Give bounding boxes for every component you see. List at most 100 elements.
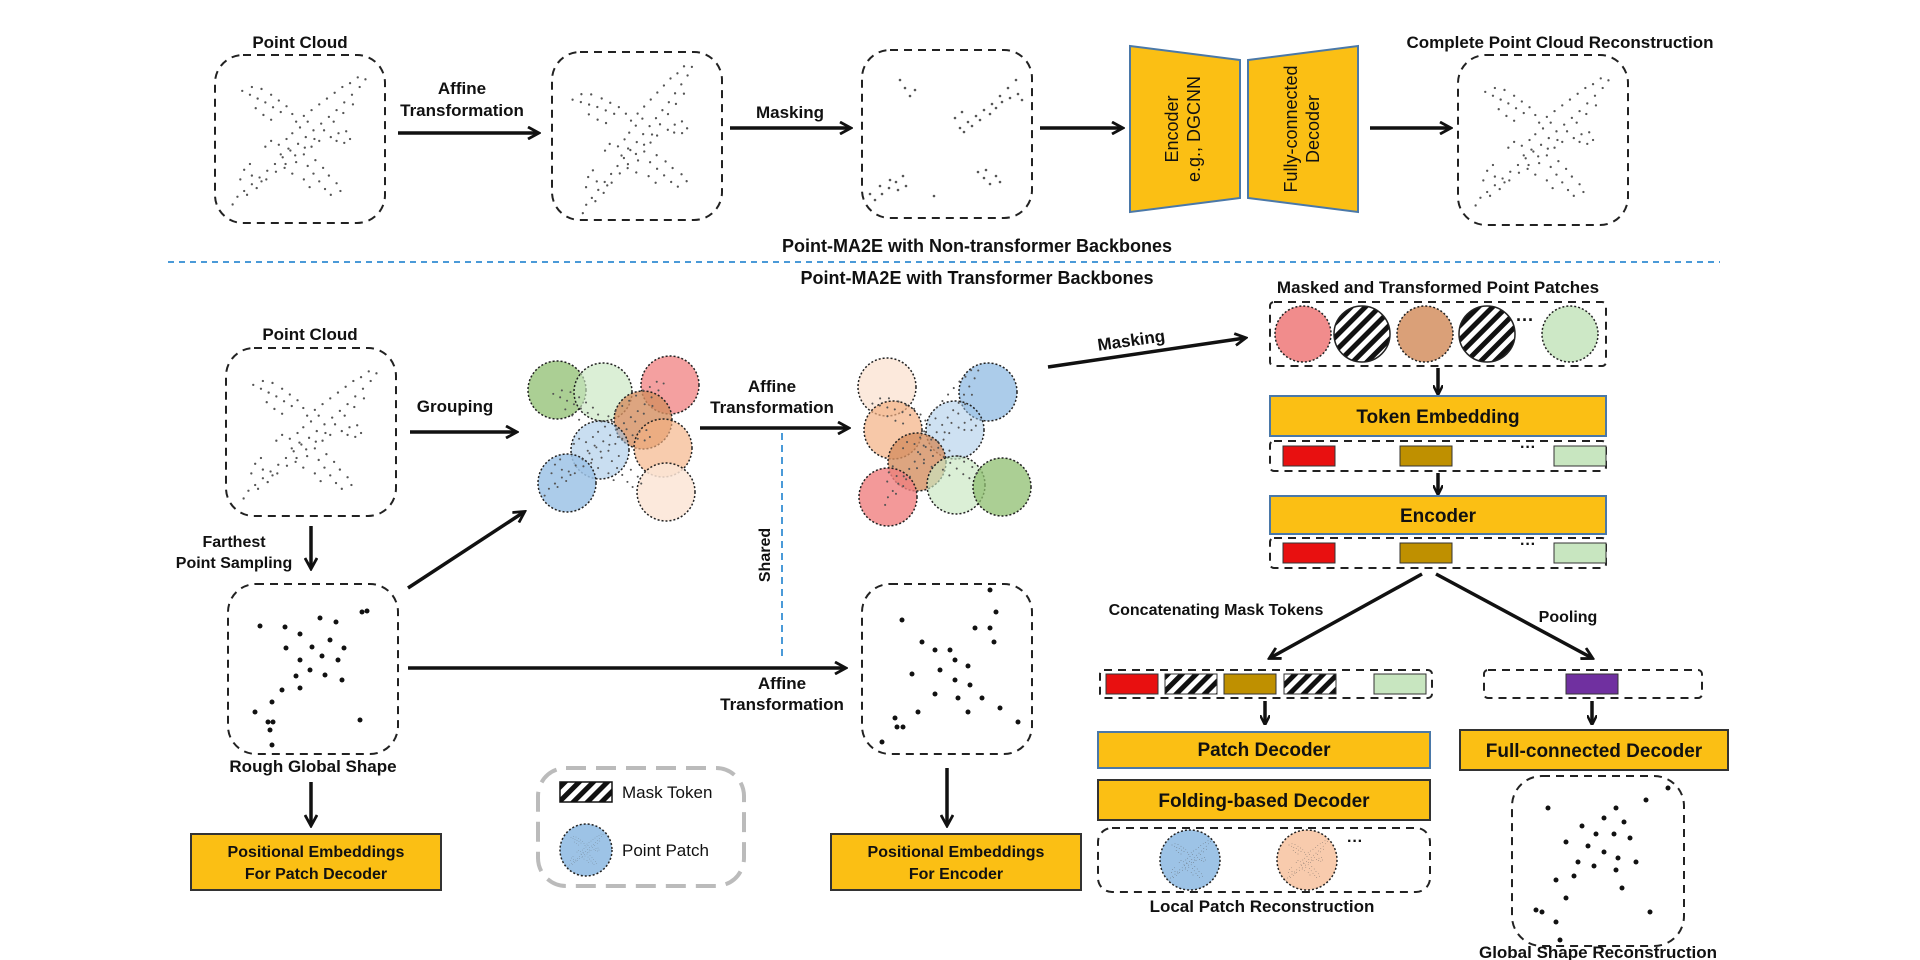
bottom-section-title: Point-MA2E with Transformer Backbones — [800, 268, 1153, 288]
global-shape-reconstruction-label: Global Shape Reconstruction — [1479, 943, 1717, 960]
encoded-tokens-ellipsis: ··· — [1520, 536, 1536, 553]
top-masked-box — [861, 49, 1033, 219]
concat-token-brown — [1223, 673, 1277, 695]
top-masked-image — [868, 78, 1024, 202]
concat-tokens-box — [1099, 669, 1433, 699]
legend-mask-token-swatch — [559, 781, 613, 803]
local-patch-reconstruction-label: Local Patch Reconstruction — [1150, 897, 1375, 916]
concat-token-green — [1373, 673, 1427, 695]
folding-decoder-label: Folding-based Decoder — [1158, 791, 1370, 812]
top-point-cloud-image — [231, 76, 367, 206]
bottom-point-cloud-label: Point Cloud — [262, 325, 357, 344]
point-patch — [1274, 305, 1332, 363]
point-patch — [1541, 305, 1599, 363]
rough-global-shape-label: Rough Global Shape — [229, 757, 396, 776]
legend-point-patch-label: Point Patch — [622, 841, 709, 860]
fps-label-2: Point Sampling — [176, 555, 292, 572]
top-complete-reconstruction-label: Complete Point Cloud Reconstruction — [1407, 33, 1714, 52]
concat-mask-tokens-label: Concatenating Mask Tokens — [1109, 602, 1324, 619]
masked-patches-title: Masked and Transformed Point Patches — [1277, 278, 1599, 297]
top-masking-label: Masking — [756, 103, 824, 122]
encoded-token-red — [1282, 542, 1336, 564]
grouping-label: Grouping — [417, 397, 493, 416]
rough-to-grouping-arrow — [407, 512, 524, 590]
rough-global-shape-points — [252, 608, 370, 748]
top-encoder-label-2: e.g., DGCNN — [1184, 76, 1204, 182]
pos-embed-patch-decoder-label-1: Positional Embeddings — [228, 844, 405, 861]
masked-patches-ellipsis: ··· — [1516, 310, 1534, 330]
token-green — [1553, 445, 1607, 467]
concat-token-mask — [1283, 673, 1337, 695]
full-connected-decoder-box — [1459, 729, 1729, 771]
encoder-box — [1269, 495, 1607, 535]
recon-patch-peach — [1276, 829, 1338, 891]
pooled-token-box — [1483, 669, 1703, 699]
point-patch — [537, 453, 597, 513]
patch-decoder-label: Patch Decoder — [1197, 740, 1331, 761]
bottom-affine-label-1: Affine — [748, 377, 796, 396]
shared-label: Shared — [757, 528, 774, 582]
top-encoder-label-1: Encoder — [1162, 95, 1182, 162]
rough-global-shape-box — [227, 583, 399, 755]
token-brown — [1399, 445, 1453, 467]
encoder-to-pooling-arrow — [1435, 572, 1592, 658]
grouped-patches — [527, 355, 700, 522]
pos-embed-patch-decoder-box — [190, 833, 442, 891]
bottom-affine-label-2: Transformation — [710, 398, 834, 417]
fps-label-1: Farthest — [202, 534, 266, 551]
top-transformed-image — [559, 63, 715, 215]
bottom-affine2-label-1: Affine — [758, 674, 806, 693]
point-patch — [972, 457, 1032, 517]
top-section-title: Point-MA2E with Non-transformer Backbone… — [782, 236, 1172, 256]
pos-embed-encoder-label-2: For Encoder — [909, 866, 1003, 883]
pooling-label: Pooling — [1539, 609, 1598, 626]
global-shape-recon-points — [1533, 785, 1671, 943]
top-decoder-label-1: Fully-connected — [1281, 65, 1301, 192]
pos-embed-encoder-label-1: Positional Embeddings — [868, 844, 1045, 861]
top-point-cloud-box — [214, 54, 386, 224]
pooled-token-purple — [1565, 673, 1619, 695]
bottom-affine2-label-2: Transformation — [720, 695, 844, 714]
top-decoder-label-2: Decoder — [1303, 95, 1323, 163]
token-red — [1282, 445, 1336, 467]
folding-decoder-box — [1097, 779, 1431, 821]
top-decoder-trapezoid — [1247, 44, 1359, 214]
encoded-tokens-box — [1269, 537, 1607, 569]
top-point-cloud-label: Point Cloud — [252, 33, 347, 52]
encoder-label: Encoder — [1400, 506, 1477, 527]
encoded-token-green — [1553, 542, 1607, 564]
mask-token-patch — [1333, 305, 1391, 363]
encoder-to-concat-arrow — [1270, 572, 1423, 658]
point-patch — [1396, 305, 1454, 363]
transformed-patches — [857, 357, 1032, 527]
concat-token-mask — [1164, 673, 1218, 695]
global-shape-recon-box — [1511, 775, 1685, 947]
pos-embed-patch-decoder-label-2: For Patch Decoder — [245, 866, 387, 883]
top-encoder-trapezoid — [1129, 44, 1241, 214]
embedded-tokens-ellipsis: ··· — [1520, 439, 1536, 456]
top-reconstruction-box — [1457, 54, 1629, 226]
top-affine-label-2: Transformation — [400, 101, 524, 120]
bottom-point-cloud-box — [225, 347, 397, 517]
patch-decoder-box — [1097, 731, 1431, 769]
top-affine-label-1: Affine — [438, 79, 486, 98]
top-reconstruction-image — [1474, 77, 1610, 207]
transformed-global-shape-points — [879, 587, 1021, 745]
token-embedding-box — [1269, 395, 1607, 437]
local-patch-recon-box — [1097, 827, 1431, 893]
pos-embed-encoder-box — [830, 833, 1082, 891]
encoded-token-brown — [1399, 542, 1453, 564]
concat-token-red — [1105, 673, 1159, 695]
token-embedding-label: Token Embedding — [1356, 407, 1519, 428]
transformed-global-shape-box — [861, 583, 1033, 755]
bottom-point-cloud-image — [242, 370, 378, 500]
masked-patches-row — [1274, 305, 1599, 363]
legend-box — [536, 766, 746, 888]
recon-patch-blue — [1159, 829, 1221, 891]
legend-point-patch-swatch — [559, 823, 613, 877]
legend-mask-token-label: Mask Token — [622, 783, 712, 802]
point-patch — [958, 362, 1018, 422]
mask-token-patch — [1458, 305, 1516, 363]
embedded-tokens-box — [1269, 440, 1607, 472]
